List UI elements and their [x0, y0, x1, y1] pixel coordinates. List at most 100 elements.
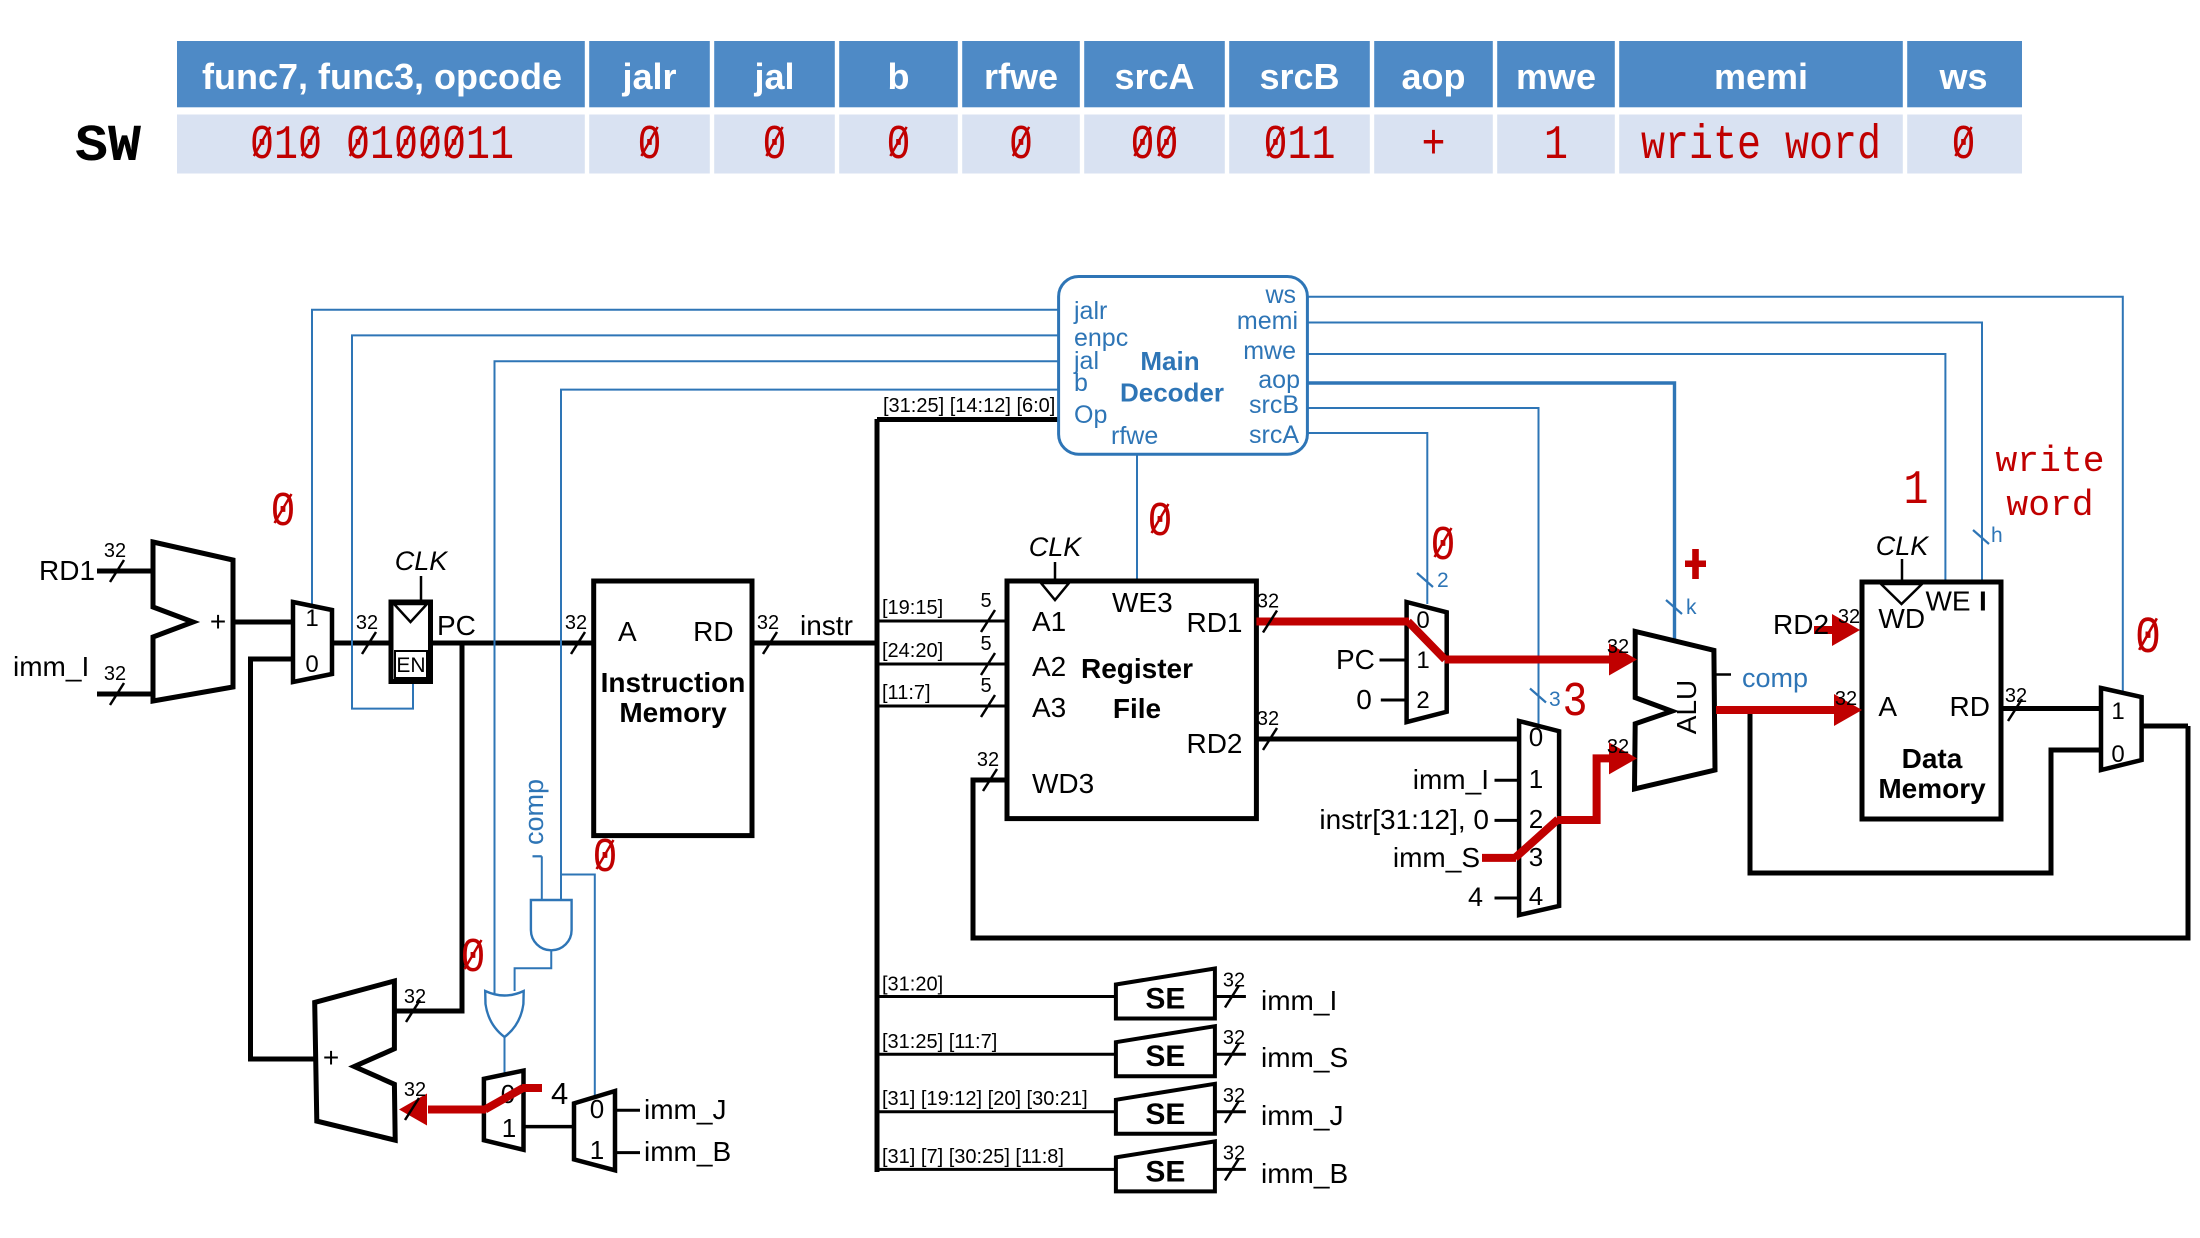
- svg-text:A: A: [1878, 691, 1897, 722]
- svg-text:00: 00: [1131, 119, 1179, 173]
- svg-text:0: 0: [305, 651, 318, 678]
- svg-text:WE: WE: [1926, 586, 1971, 617]
- svg-text:EN: EN: [396, 654, 425, 677]
- svg-text:5: 5: [980, 675, 991, 697]
- svg-text:32: 32: [977, 749, 999, 771]
- svg-text:RD1: RD1: [1186, 607, 1242, 638]
- svg-text:aop: aop: [1401, 56, 1465, 97]
- svg-text:b: b: [888, 56, 910, 97]
- svg-text:Memory: Memory: [1878, 773, 1986, 804]
- svg-text:WD3: WD3: [1032, 768, 1094, 799]
- svg-text:aop: aop: [1258, 366, 1300, 394]
- svg-text:+: +: [323, 1042, 339, 1073]
- svg-text:ws: ws: [1938, 56, 1987, 97]
- svg-text:k: k: [1686, 596, 1697, 619]
- svg-text:2: 2: [1529, 804, 1543, 834]
- svg-text:1: 1: [502, 1113, 516, 1143]
- svg-text:WE3: WE3: [1112, 587, 1173, 618]
- svg-text:imm_B: imm_B: [1261, 1158, 1348, 1189]
- svg-text:32: 32: [1223, 1142, 1245, 1164]
- svg-text:imm_I: imm_I: [1261, 985, 1337, 1016]
- svg-text:0: 0: [1416, 607, 1429, 634]
- svg-text:imm_S: imm_S: [1393, 842, 1480, 873]
- svg-text:0: 0: [271, 486, 296, 540]
- svg-text:A2: A2: [1032, 651, 1066, 682]
- svg-text:32: 32: [757, 612, 779, 634]
- svg-text:[31:25] [14:12] [6:0]: [31:25] [14:12] [6:0]: [883, 395, 1055, 417]
- svg-text:instr[31:12], 0: instr[31:12], 0: [1319, 804, 1489, 835]
- svg-text:rfwe: rfwe: [984, 56, 1058, 97]
- svg-text:Decoder: Decoder: [1120, 378, 1224, 408]
- svg-text:32: 32: [1607, 736, 1629, 758]
- svg-text:PC: PC: [1336, 644, 1375, 675]
- svg-text:memi: memi: [1714, 56, 1808, 97]
- svg-text:Data: Data: [1902, 743, 1963, 774]
- svg-text:0: 0: [1431, 520, 1456, 574]
- svg-text:32: 32: [404, 1079, 426, 1101]
- svg-text:jal: jal: [753, 56, 794, 97]
- svg-text:func7, func3, opcode: func7, func3, opcode: [202, 56, 562, 97]
- svg-text:A3: A3: [1032, 692, 1066, 723]
- svg-text:SE: SE: [1145, 1155, 1185, 1188]
- svg-text:File: File: [1113, 693, 1161, 724]
- svg-text:1: 1: [305, 605, 318, 632]
- svg-text:32: 32: [1223, 970, 1245, 992]
- svg-text:1: 1: [1416, 647, 1429, 674]
- svg-text:32: 32: [1607, 636, 1629, 658]
- svg-text:SE: SE: [1145, 1040, 1185, 1073]
- svg-text:[19:15]: [19:15]: [882, 597, 943, 619]
- svg-text:write: write: [1996, 441, 2105, 482]
- svg-text:imm_I: imm_I: [13, 651, 89, 682]
- svg-text:b: b: [1074, 369, 1088, 397]
- svg-text:imm_J: imm_J: [644, 1094, 726, 1125]
- svg-text:32: 32: [2005, 685, 2027, 707]
- svg-text:PC: PC: [437, 610, 476, 641]
- svg-text:RD: RD: [1950, 691, 1990, 722]
- svg-text:32: 32: [1838, 606, 1860, 628]
- svg-text:rfwe: rfwe: [1111, 422, 1158, 450]
- svg-text:ws: ws: [1264, 281, 1296, 309]
- svg-text:2: 2: [1437, 569, 1449, 592]
- svg-text:0: 0: [593, 832, 618, 886]
- svg-text:32: 32: [1835, 688, 1857, 710]
- svg-text:Op: Op: [1074, 401, 1107, 429]
- svg-text:imm_S: imm_S: [1261, 1042, 1348, 1073]
- svg-text:write word: write word: [1641, 119, 1881, 173]
- svg-text:3: 3: [1563, 676, 1588, 730]
- svg-text:imm_B: imm_B: [644, 1136, 731, 1167]
- svg-text:0: 0: [1529, 722, 1543, 752]
- svg-text:CLK: CLK: [1029, 532, 1083, 562]
- svg-text:ALU: ALU: [1671, 680, 1702, 734]
- svg-text:0: 0: [2135, 609, 2161, 668]
- svg-text:[31:25] [11:7]: [31:25] [11:7]: [882, 1031, 997, 1053]
- svg-text:comp: comp: [1742, 663, 1808, 693]
- svg-text:CLK: CLK: [1876, 531, 1930, 561]
- svg-text:1: 1: [590, 1135, 604, 1165]
- svg-text:+: +: [210, 606, 226, 637]
- svg-text:0: 0: [590, 1094, 604, 1124]
- svg-text:srcA: srcA: [1114, 56, 1194, 97]
- svg-text:1: 1: [1529, 764, 1543, 794]
- svg-text:32: 32: [104, 663, 126, 685]
- svg-text:h: h: [1991, 524, 2003, 547]
- svg-text:A: A: [618, 616, 637, 647]
- svg-text:SE: SE: [1145, 983, 1185, 1016]
- svg-text:1: 1: [1904, 464, 1929, 518]
- svg-text:+: +: [1422, 119, 1446, 173]
- svg-text:[31:20]: [31:20]: [882, 974, 943, 996]
- svg-text:Register: Register: [1081, 653, 1193, 684]
- svg-text:011: 011: [1264, 119, 1336, 173]
- svg-text:32: 32: [1223, 1085, 1245, 1107]
- svg-text:imm_J: imm_J: [1261, 1100, 1343, 1131]
- svg-text:[24:20]: [24:20]: [882, 640, 943, 662]
- svg-text:memi: memi: [1237, 307, 1298, 335]
- svg-text:A1: A1: [1032, 606, 1066, 637]
- svg-text:word: word: [2006, 485, 2093, 526]
- svg-text:32: 32: [565, 612, 587, 634]
- svg-text:0: 0: [1148, 496, 1173, 550]
- svg-text:[31] [19:12] [20] [30:21]: [31] [19:12] [20] [30:21]: [882, 1088, 1088, 1110]
- svg-text:srcB: srcB: [1249, 391, 1299, 419]
- svg-text:I: I: [1979, 586, 1987, 617]
- svg-text:32: 32: [1257, 591, 1279, 613]
- svg-text:3: 3: [1529, 842, 1543, 872]
